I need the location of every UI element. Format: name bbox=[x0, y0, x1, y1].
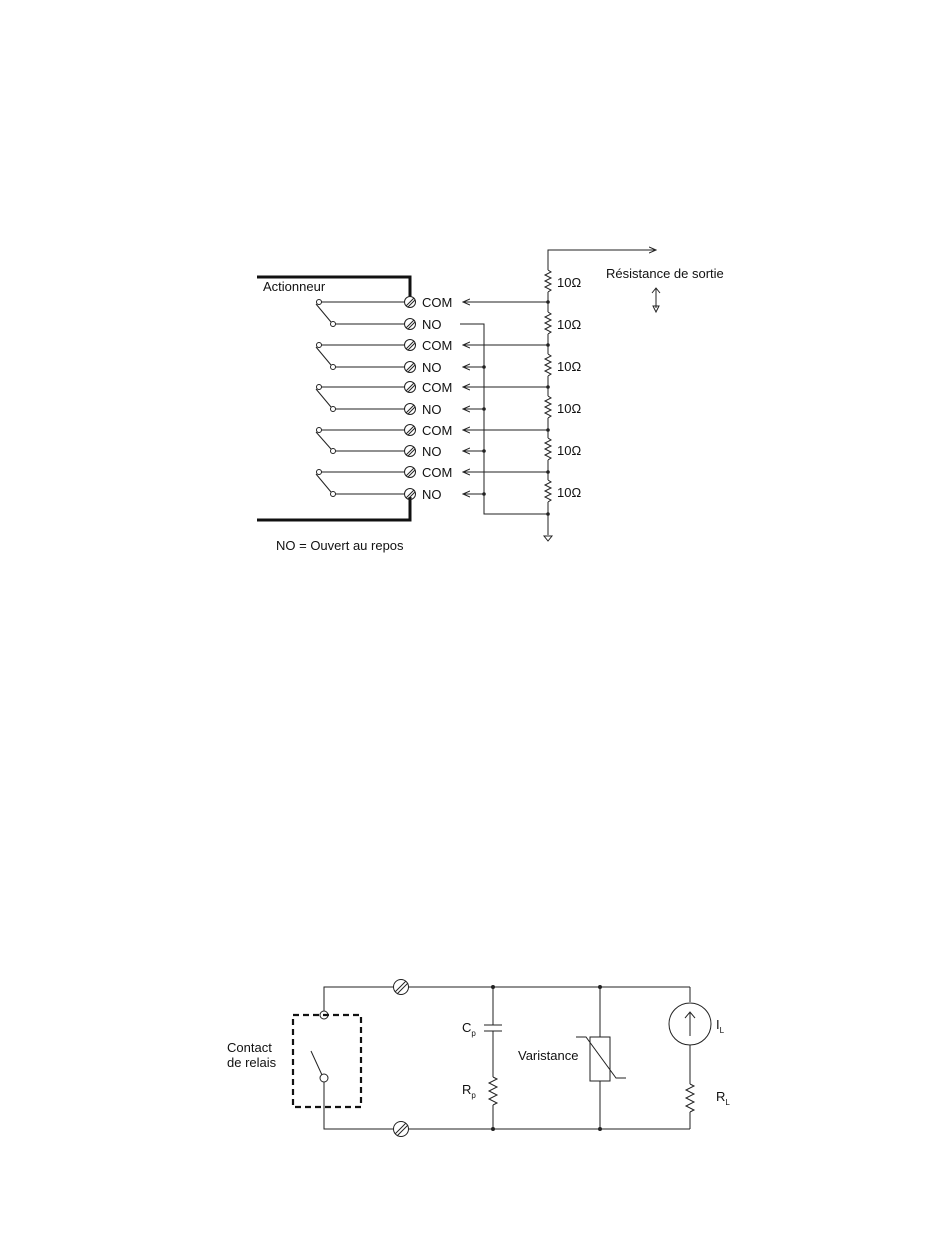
resistor-label-4: 10Ω bbox=[557, 401, 581, 416]
resistor-2 bbox=[545, 312, 551, 334]
resistor-label-5: 10Ω bbox=[557, 443, 581, 458]
relay-rows: COM NO COM bbox=[316, 295, 548, 502]
relay-row-com-4: COM bbox=[317, 423, 549, 438]
switch-blade bbox=[316, 389, 331, 407]
terminal-label: NO bbox=[422, 487, 442, 502]
relay-row-com-1: COM bbox=[317, 295, 549, 310]
switch-blade bbox=[316, 304, 331, 322]
terminal-label: NO bbox=[422, 444, 442, 459]
rp-label: Rp bbox=[462, 1082, 476, 1100]
resistor-label-3: 10Ω bbox=[557, 359, 581, 374]
contact-terminal-bottom bbox=[320, 1074, 328, 1082]
resistor-5 bbox=[545, 438, 551, 460]
no-bus bbox=[460, 324, 550, 516]
relay-contact-box bbox=[293, 1015, 361, 1107]
output-arrow-line bbox=[548, 250, 656, 258]
switch-blade bbox=[316, 432, 331, 449]
relay-row-no-2: NO bbox=[316, 347, 484, 375]
output-updown-arrow-icon bbox=[652, 288, 660, 312]
resistor-label-1: 10Ω bbox=[557, 275, 581, 290]
switch-blade bbox=[316, 474, 331, 492]
terminal-top bbox=[394, 980, 409, 995]
relay-row-no-3: NO bbox=[316, 389, 484, 417]
cp-label: Cp bbox=[462, 1020, 476, 1038]
terminal-label: COM bbox=[422, 295, 452, 310]
relay-row-com-2: COM bbox=[317, 338, 549, 353]
resistor-4 bbox=[545, 396, 551, 418]
resistor-3 bbox=[545, 354, 551, 376]
actuator-bracket bbox=[257, 277, 410, 520]
contact-label-line2: de relais bbox=[227, 1055, 277, 1070]
il-label: IL bbox=[716, 1017, 725, 1035]
switch-blade bbox=[316, 347, 331, 365]
terminal-label: COM bbox=[422, 338, 452, 353]
contact-blade bbox=[311, 1051, 322, 1075]
terminal-label: COM bbox=[422, 423, 452, 438]
output-resistance-label: Résistance de sortie bbox=[606, 266, 724, 281]
varistor-slash bbox=[576, 1037, 626, 1078]
resistor-6 bbox=[545, 480, 551, 502]
resistor-label-2: 10Ω bbox=[557, 317, 581, 332]
snubber-branch: Cp Rp bbox=[462, 985, 502, 1131]
relay-row-com-5: COM bbox=[317, 465, 549, 480]
ground-icon bbox=[544, 536, 552, 541]
resistor-rp bbox=[489, 1077, 497, 1105]
resistor-label-6: 10Ω bbox=[557, 485, 581, 500]
varistor-body bbox=[590, 1037, 610, 1081]
resistor-chain: 10Ω 10Ω 10Ω 10Ω 10Ω 10Ω bbox=[544, 258, 581, 541]
terminal-label: COM bbox=[422, 380, 452, 395]
terminal-label: COM bbox=[422, 465, 452, 480]
actuator-label: Actionneur bbox=[263, 279, 326, 294]
contact-label-line1: Contact bbox=[227, 1040, 272, 1055]
resistor-rl bbox=[686, 1084, 694, 1112]
resistor-1 bbox=[545, 270, 551, 292]
terminal-label: NO bbox=[422, 360, 442, 375]
load-branch: IL RL bbox=[669, 987, 730, 1129]
relay-ladder-diagram: Actionneur Résistance de sortie bbox=[257, 250, 724, 553]
relay-row-no-5: NO bbox=[316, 474, 484, 502]
varistor-label: Varistance bbox=[518, 1048, 578, 1063]
terminal-bottom bbox=[394, 1122, 409, 1137]
varistor-branch: Varistance bbox=[518, 985, 626, 1131]
relay-row-no-4: NO bbox=[316, 432, 484, 459]
legend-no: NO = Ouvert au repos bbox=[276, 538, 404, 553]
terminal-label: NO bbox=[422, 402, 442, 417]
terminal-label: NO bbox=[422, 317, 442, 332]
relay-contact-protection-diagram: Contact de relais Cp Rp bbox=[227, 980, 730, 1137]
rl-label: RL bbox=[716, 1089, 730, 1107]
relay-row-com-3: COM bbox=[317, 380, 549, 395]
